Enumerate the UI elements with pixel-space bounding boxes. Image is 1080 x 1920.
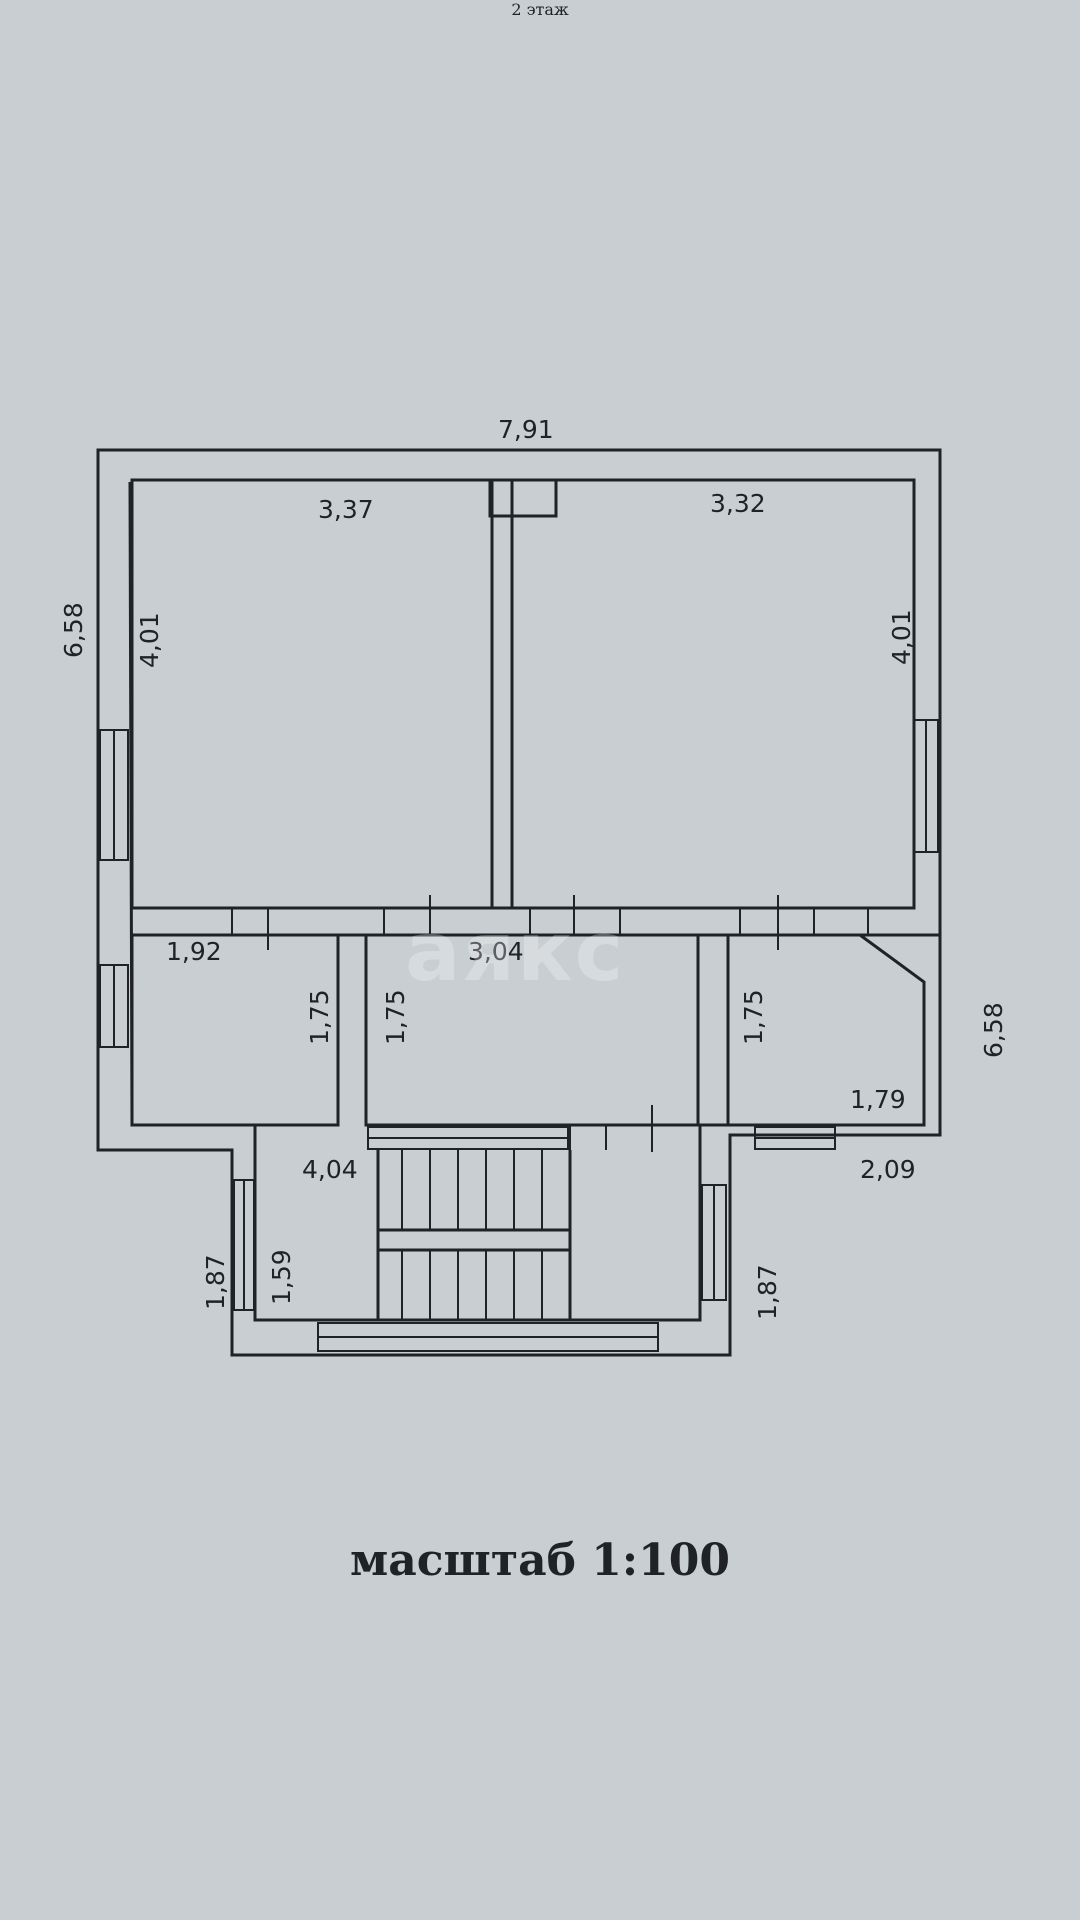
windows <box>99 719 939 1352</box>
room-3 <box>130 933 340 1127</box>
dim-room5-width: 1,79 <box>850 1085 906 1114</box>
dim-overall-height-left: 6,58 <box>59 602 88 658</box>
floor-title: 2 этаж <box>511 0 569 19</box>
dim-room3-height: 1,75 <box>305 989 334 1045</box>
dim-right-offset: 2,09 <box>860 1155 916 1184</box>
dim-overall-width: 7,91 <box>498 415 554 444</box>
dim-room2-width: 3,32 <box>710 489 766 518</box>
room-1 <box>130 478 494 910</box>
dim-room3-width: 1,92 <box>166 937 222 966</box>
door-marks <box>231 895 869 1152</box>
dim-stair-width: 4,04 <box>302 1155 358 1184</box>
scale-label: масштаб 1:100 <box>350 1535 730 1586</box>
staircase <box>376 1150 572 1320</box>
dim-hall-height: 1,75 <box>381 989 410 1045</box>
room-5 <box>726 933 926 1127</box>
dim-stair-height-left: 1,87 <box>201 1254 230 1310</box>
dim-stair-inner-height: 1,59 <box>267 1249 296 1305</box>
dim-room1-height: 4,01 <box>135 612 164 668</box>
column <box>488 478 558 518</box>
dim-room1-width: 3,37 <box>318 495 374 524</box>
dim-overall-height-right: 6,58 <box>979 1002 1008 1058</box>
outer-walls <box>96 448 942 1357</box>
hall <box>364 933 700 1127</box>
room-2 <box>510 478 916 910</box>
watermark: аякс <box>405 905 626 1000</box>
dim-hall-width: 3,04 <box>468 937 524 966</box>
dim-room5-height: 1,75 <box>739 989 768 1045</box>
dim-room2-height: 4,01 <box>887 609 916 665</box>
dim-stair-height-right: 1,87 <box>753 1264 782 1320</box>
